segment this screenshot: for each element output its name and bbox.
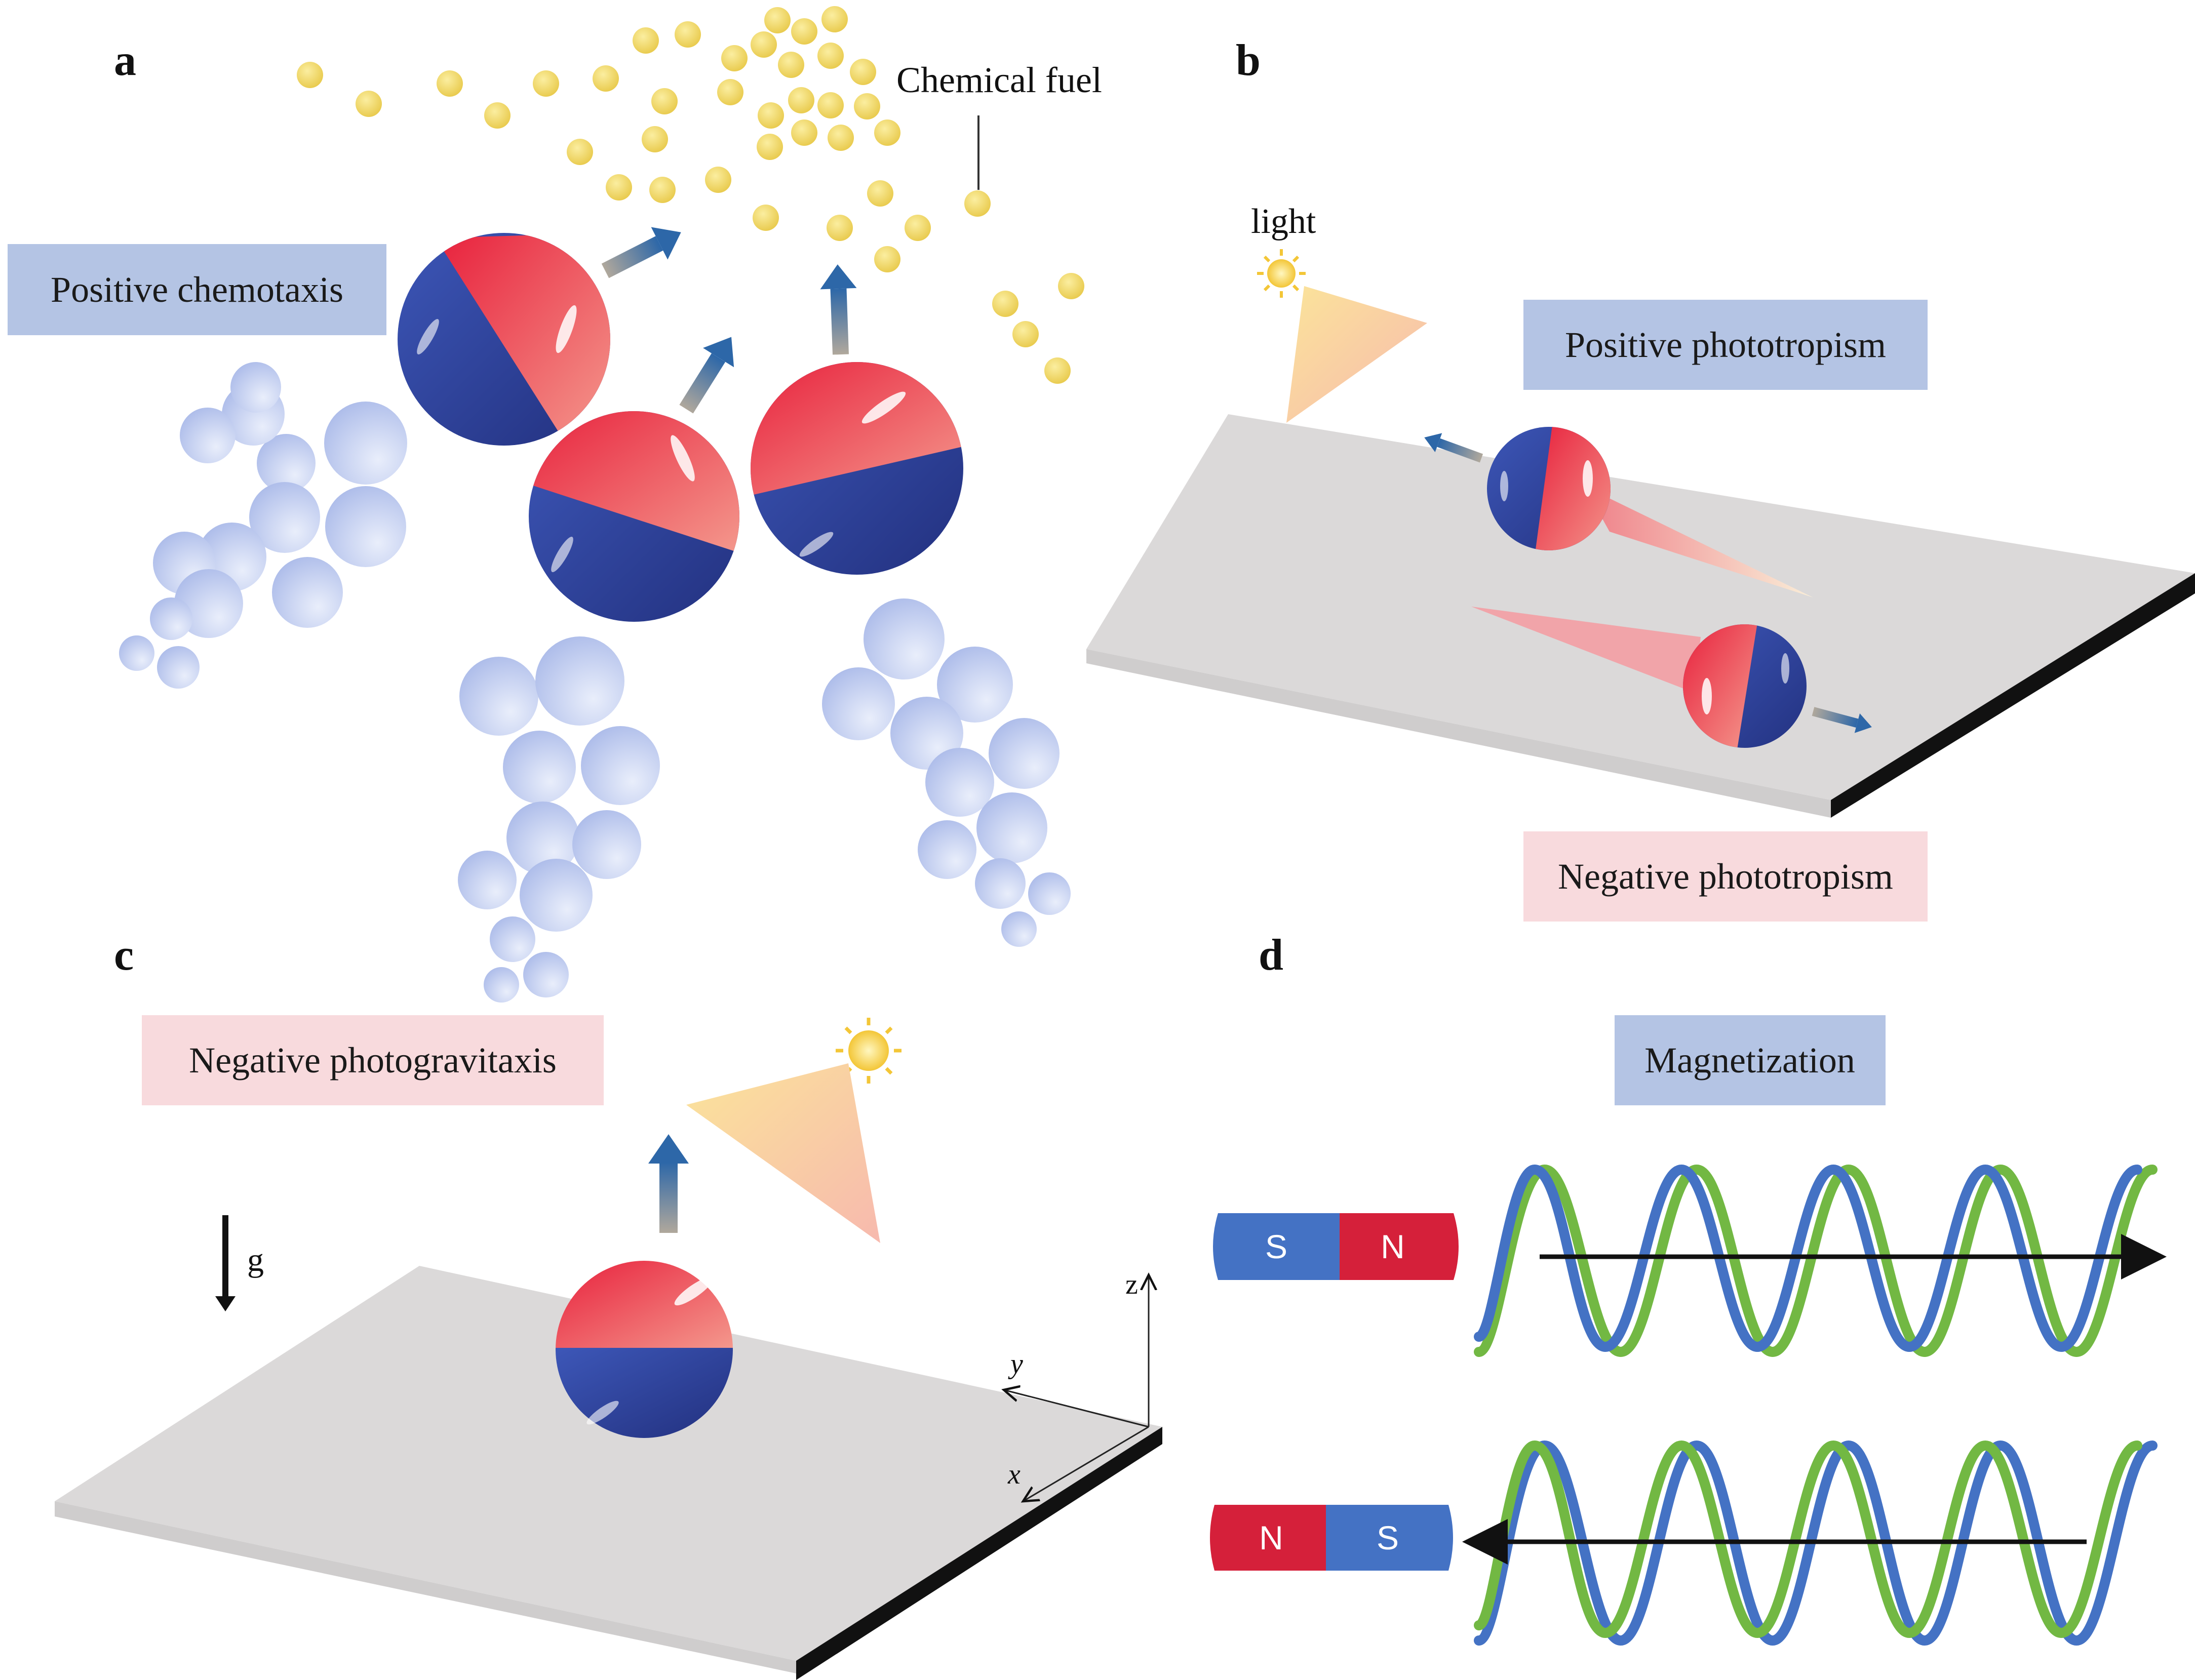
janus-particle-phototropism-negative [1683, 624, 1807, 748]
negative-photogravitaxis-box [142, 1015, 604, 1105]
panel-c-letter: c [114, 931, 134, 980]
magnetization-box [1615, 1015, 1886, 1105]
janus-particle-1 [398, 233, 610, 446]
sun-icon [1257, 249, 1306, 298]
panel-d-letter: d [1259, 931, 1283, 980]
axis-x-label: x [1007, 1459, 1021, 1490]
surface-plate-c-side [55, 1501, 796, 1673]
light-beam-c [686, 1063, 880, 1243]
gravity-arrow-head [215, 1296, 236, 1311]
magnet-top-right-pole: N [1381, 1228, 1405, 1265]
surface-plate-c-edge [796, 1427, 1162, 1680]
positive-phototropism-label: Positive phototropism [1565, 325, 1886, 365]
magnet-bottom-right-pole: S [1377, 1519, 1399, 1556]
sun-icon-c [836, 1018, 901, 1084]
janus-particle-photogravitaxis [556, 1261, 733, 1438]
janus-particle-3 [751, 362, 963, 575]
chemical-fuel-label: Chemical fuel [896, 60, 1102, 100]
helix-top [1474, 1164, 2158, 1357]
motion-arrow-b2 [1812, 707, 1872, 733]
motion-arrow-c [648, 1134, 689, 1233]
panel-a: a Chemical fuel Positive chemotaxis [8, 6, 1102, 1003]
janus-particle-phototropism-positive [1487, 427, 1611, 550]
surface-plate-c [55, 1266, 1162, 1661]
surface-plate-b-edge [1831, 573, 2195, 818]
chemical-fuel-particles [297, 6, 1084, 384]
magnet-bottom-left-pole: N [1259, 1519, 1283, 1556]
bubble-trail-left [119, 362, 407, 689]
motion-arrow-a3 [820, 264, 857, 355]
positive-chemotaxis-box [8, 244, 386, 335]
motion-arrow-a2 [679, 337, 734, 414]
bubble-trail-right [822, 598, 1071, 947]
negative-phototropism-box [1523, 831, 1928, 922]
negative-photogravitaxis-label: Negative photogravitaxis [189, 1040, 557, 1081]
axis-z-label: z [1125, 1269, 1138, 1300]
panel-b-letter: b [1236, 36, 1261, 85]
motion-arrow-a1 [601, 227, 681, 278]
magnet-top: S N [1213, 1213, 1459, 1280]
surface-plate-b [1086, 414, 2195, 800]
light-beam-b [1286, 286, 1427, 423]
janus-particle-2 [529, 411, 739, 622]
positive-chemotaxis-label: Positive chemotaxis [51, 269, 343, 310]
panel-d: d Magnetization S N N S [1210, 931, 2167, 1646]
gravity-label: g [247, 1242, 264, 1278]
panel-c: c Negative photogravitaxis g z [55, 931, 1162, 1680]
negative-phototropism-label: Negative phototropism [1558, 856, 1893, 897]
surface-plate-b-side [1086, 649, 1831, 818]
shadow-cone-lower [1471, 607, 1701, 693]
bubble-trail-center [458, 636, 660, 1003]
motion-arrow-b1 [1424, 433, 1483, 463]
axis-y-label: y [1008, 1348, 1023, 1380]
coordinate-axes [1004, 1275, 1149, 1501]
light-label: light [1251, 202, 1316, 241]
panel-b: b light Positive phototropism [1086, 36, 2195, 922]
magnet-bottom: N S [1210, 1505, 1453, 1571]
magnetization-label: Magnetization [1644, 1040, 1855, 1081]
magnet-top-left-pole: S [1265, 1228, 1287, 1265]
positive-phototropism-box [1523, 300, 1928, 390]
shadow-cone-upper [1584, 486, 1813, 597]
panel-a-letter: a [114, 36, 136, 85]
